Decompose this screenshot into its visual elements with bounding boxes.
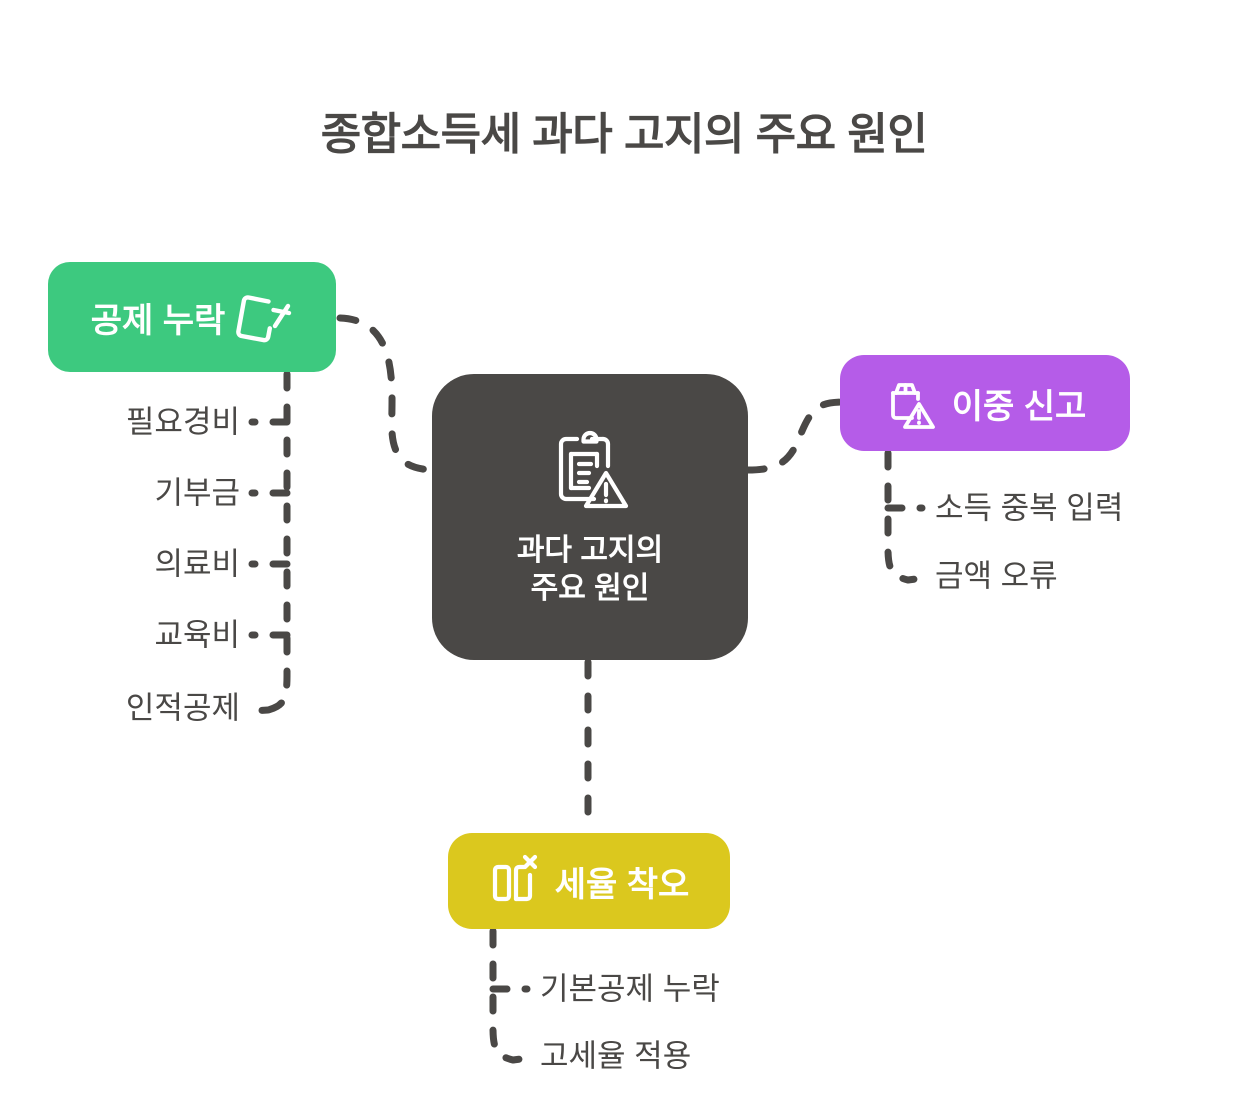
center-node-label: 과다 고지의 주요 원인 — [517, 532, 663, 609]
connector-center-to-double — [744, 398, 850, 474]
branch-spine-deduction — [264, 370, 291, 714]
leaf-label-left-3: 의료비 — [154, 546, 240, 582]
leaf-label-left-4: 교육비 — [154, 617, 240, 653]
branch-node-rate-error[interactable]: 세율 착오 — [448, 833, 730, 929]
leaf-label-right-2: 금액 오류 — [935, 558, 1058, 594]
leaf-label-left-5: 인적공제 — [125, 690, 240, 726]
center-node[interactable]: 과다 고지의 주요 원인 — [432, 374, 748, 660]
branch-label-double-report: 이중 신고 — [951, 387, 1087, 426]
branch-spine-double — [884, 449, 912, 584]
branch-label-deduction: 공제 누락 — [90, 301, 226, 340]
branch-stub-left-5 — [248, 706, 272, 715]
connector-deduction-to-center — [336, 314, 442, 474]
leaf-label-bottom-1: 기본공제 누락 — [540, 971, 720, 1007]
center-node-line1: 과다 고지의 — [516, 533, 664, 567]
bars-x-icon — [492, 854, 537, 902]
page-title: 종합소득세 과다 고지의 주요 원인 — [320, 110, 928, 159]
branch-node-double-report[interactable]: 이중 신고 — [840, 355, 1130, 451]
clipboard-warning-icon — [558, 430, 629, 508]
leaf-label-right-1: 소득 중복 입력 — [935, 490, 1124, 526]
document-x-icon — [236, 295, 292, 343]
leaf-label-bottom-2: 고세율 적용 — [540, 1038, 692, 1074]
branch-stub-bottom-2 — [509, 1054, 533, 1064]
branch-label-rate-error: 세율 착오 — [554, 865, 690, 904]
branch-stub-right-2 — [904, 574, 928, 584]
center-node-line2: 주요 원인 — [530, 572, 650, 605]
branch-node-deduction[interactable]: 공제 누락 — [48, 262, 336, 372]
leaf-label-left-1: 필요경비 — [125, 404, 240, 440]
box-warning-icon — [890, 383, 935, 429]
branch-spine-rate — [489, 927, 517, 1064]
leaf-label-left-2: 기부금 — [154, 475, 240, 511]
